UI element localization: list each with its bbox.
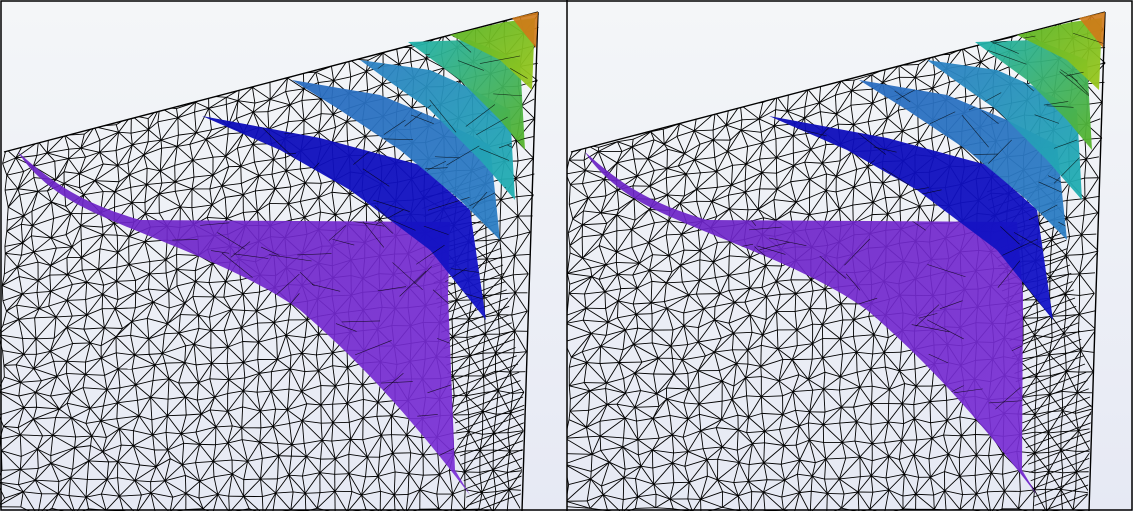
- mesh-canvas: [567, 0, 1133, 511]
- mesh-panel-left: [0, 0, 566, 511]
- mesh-panel-right: [567, 0, 1133, 511]
- mesh-canvas: [0, 0, 566, 511]
